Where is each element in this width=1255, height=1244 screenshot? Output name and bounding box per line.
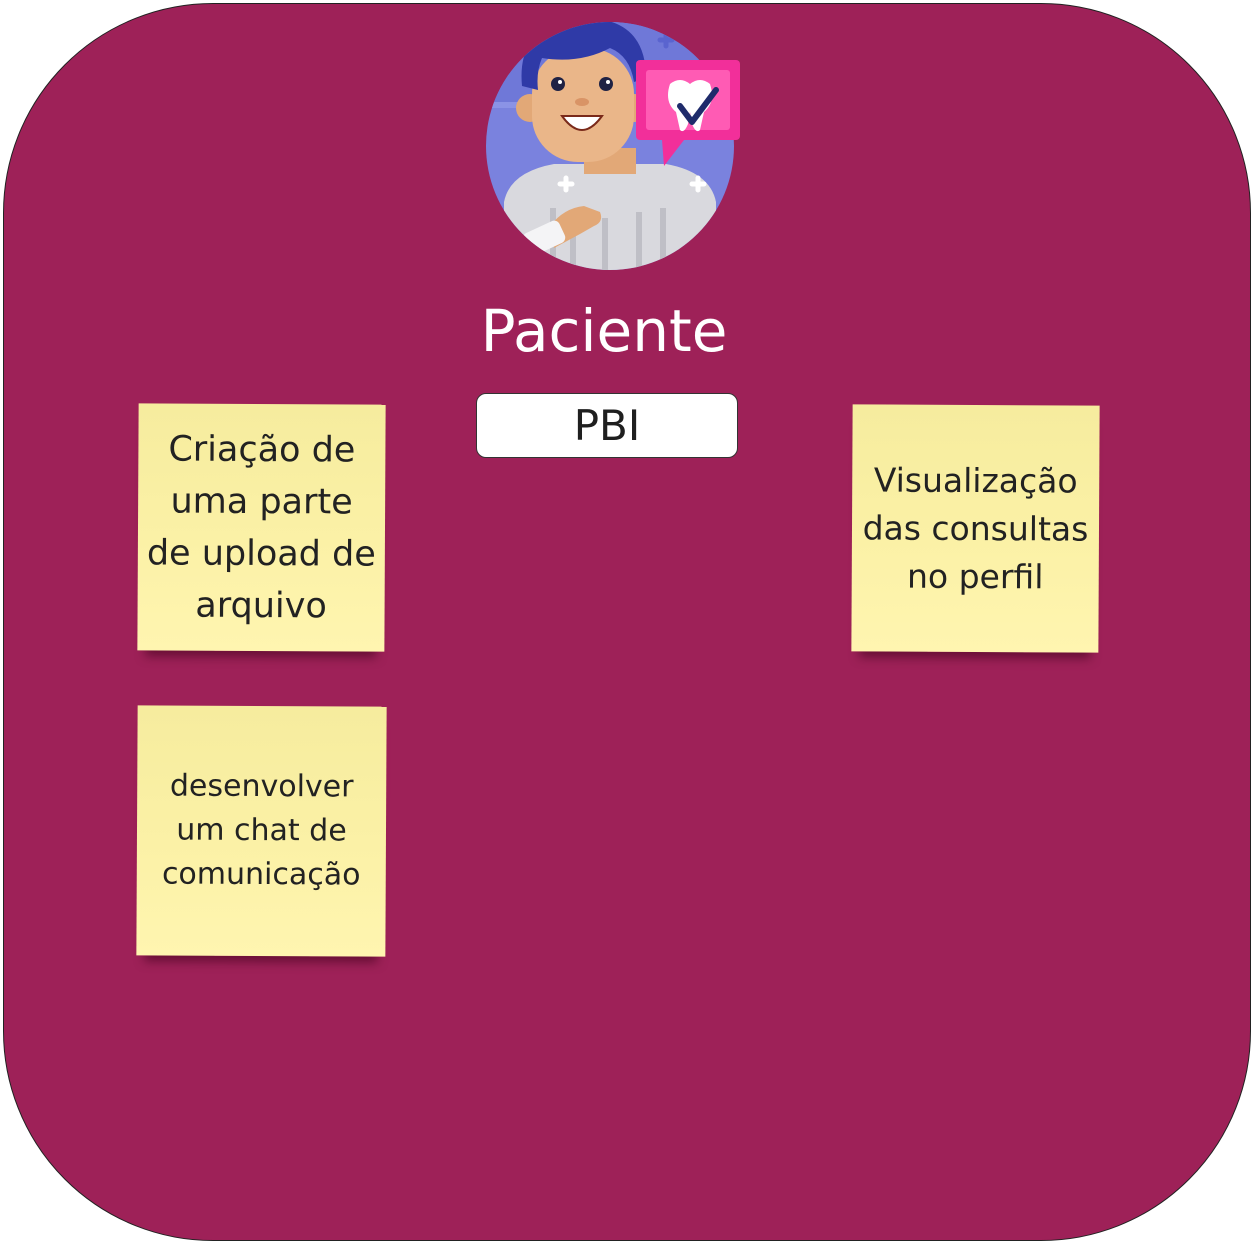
pbi-label: PBI	[573, 401, 641, 450]
board: Paciente PBI Criação de uma parte de upl…	[3, 3, 1251, 1241]
sticky-note-consultas[interactable]: Visualização das consultas no perfil	[851, 404, 1100, 653]
pbi-label-box: PBI	[476, 393, 738, 458]
sticky-note-upload[interactable]: Criação de uma parte de upload de arquiv…	[137, 403, 386, 652]
sticky-note-text: Criação de uma parte de upload de arquiv…	[146, 429, 376, 626]
sticky-note-text: desenvolver um chat de comunicação	[161, 768, 361, 893]
page-title: Paciente	[480, 297, 728, 365]
sticky-note-text: Visualização das consultas no perfil	[862, 459, 1089, 596]
patient-dental-avatar-icon	[486, 22, 740, 270]
sticky-note-chat[interactable]: desenvolver um chat de comunicação	[136, 705, 387, 957]
